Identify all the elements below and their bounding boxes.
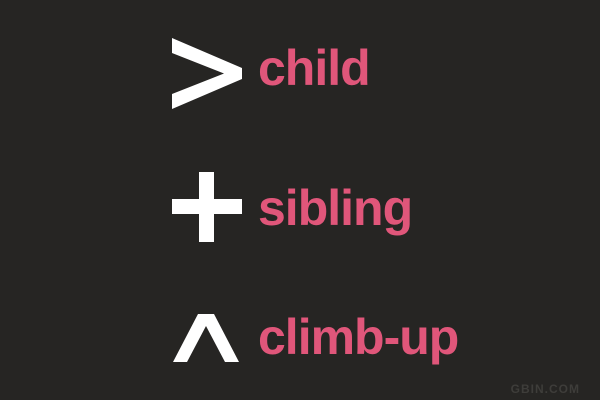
climb-up-combinator-row: climb-up — [0, 304, 600, 374]
plus-icon — [168, 172, 246, 252]
child-combinator-row: child — [0, 32, 600, 109]
sibling-combinator-row: sibling — [0, 172, 600, 242]
caret-up-icon — [168, 304, 246, 384]
greater-than-icon — [168, 32, 246, 112]
child-label: child — [258, 40, 371, 96]
sibling-label: sibling — [258, 180, 413, 236]
caret-up-shape — [173, 314, 239, 362]
plus-vertical-bar — [199, 172, 214, 242]
climb-up-label: climb-up — [258, 309, 459, 365]
greater-than-shape — [172, 38, 242, 109]
watermark: GBIN.COM — [510, 382, 580, 396]
